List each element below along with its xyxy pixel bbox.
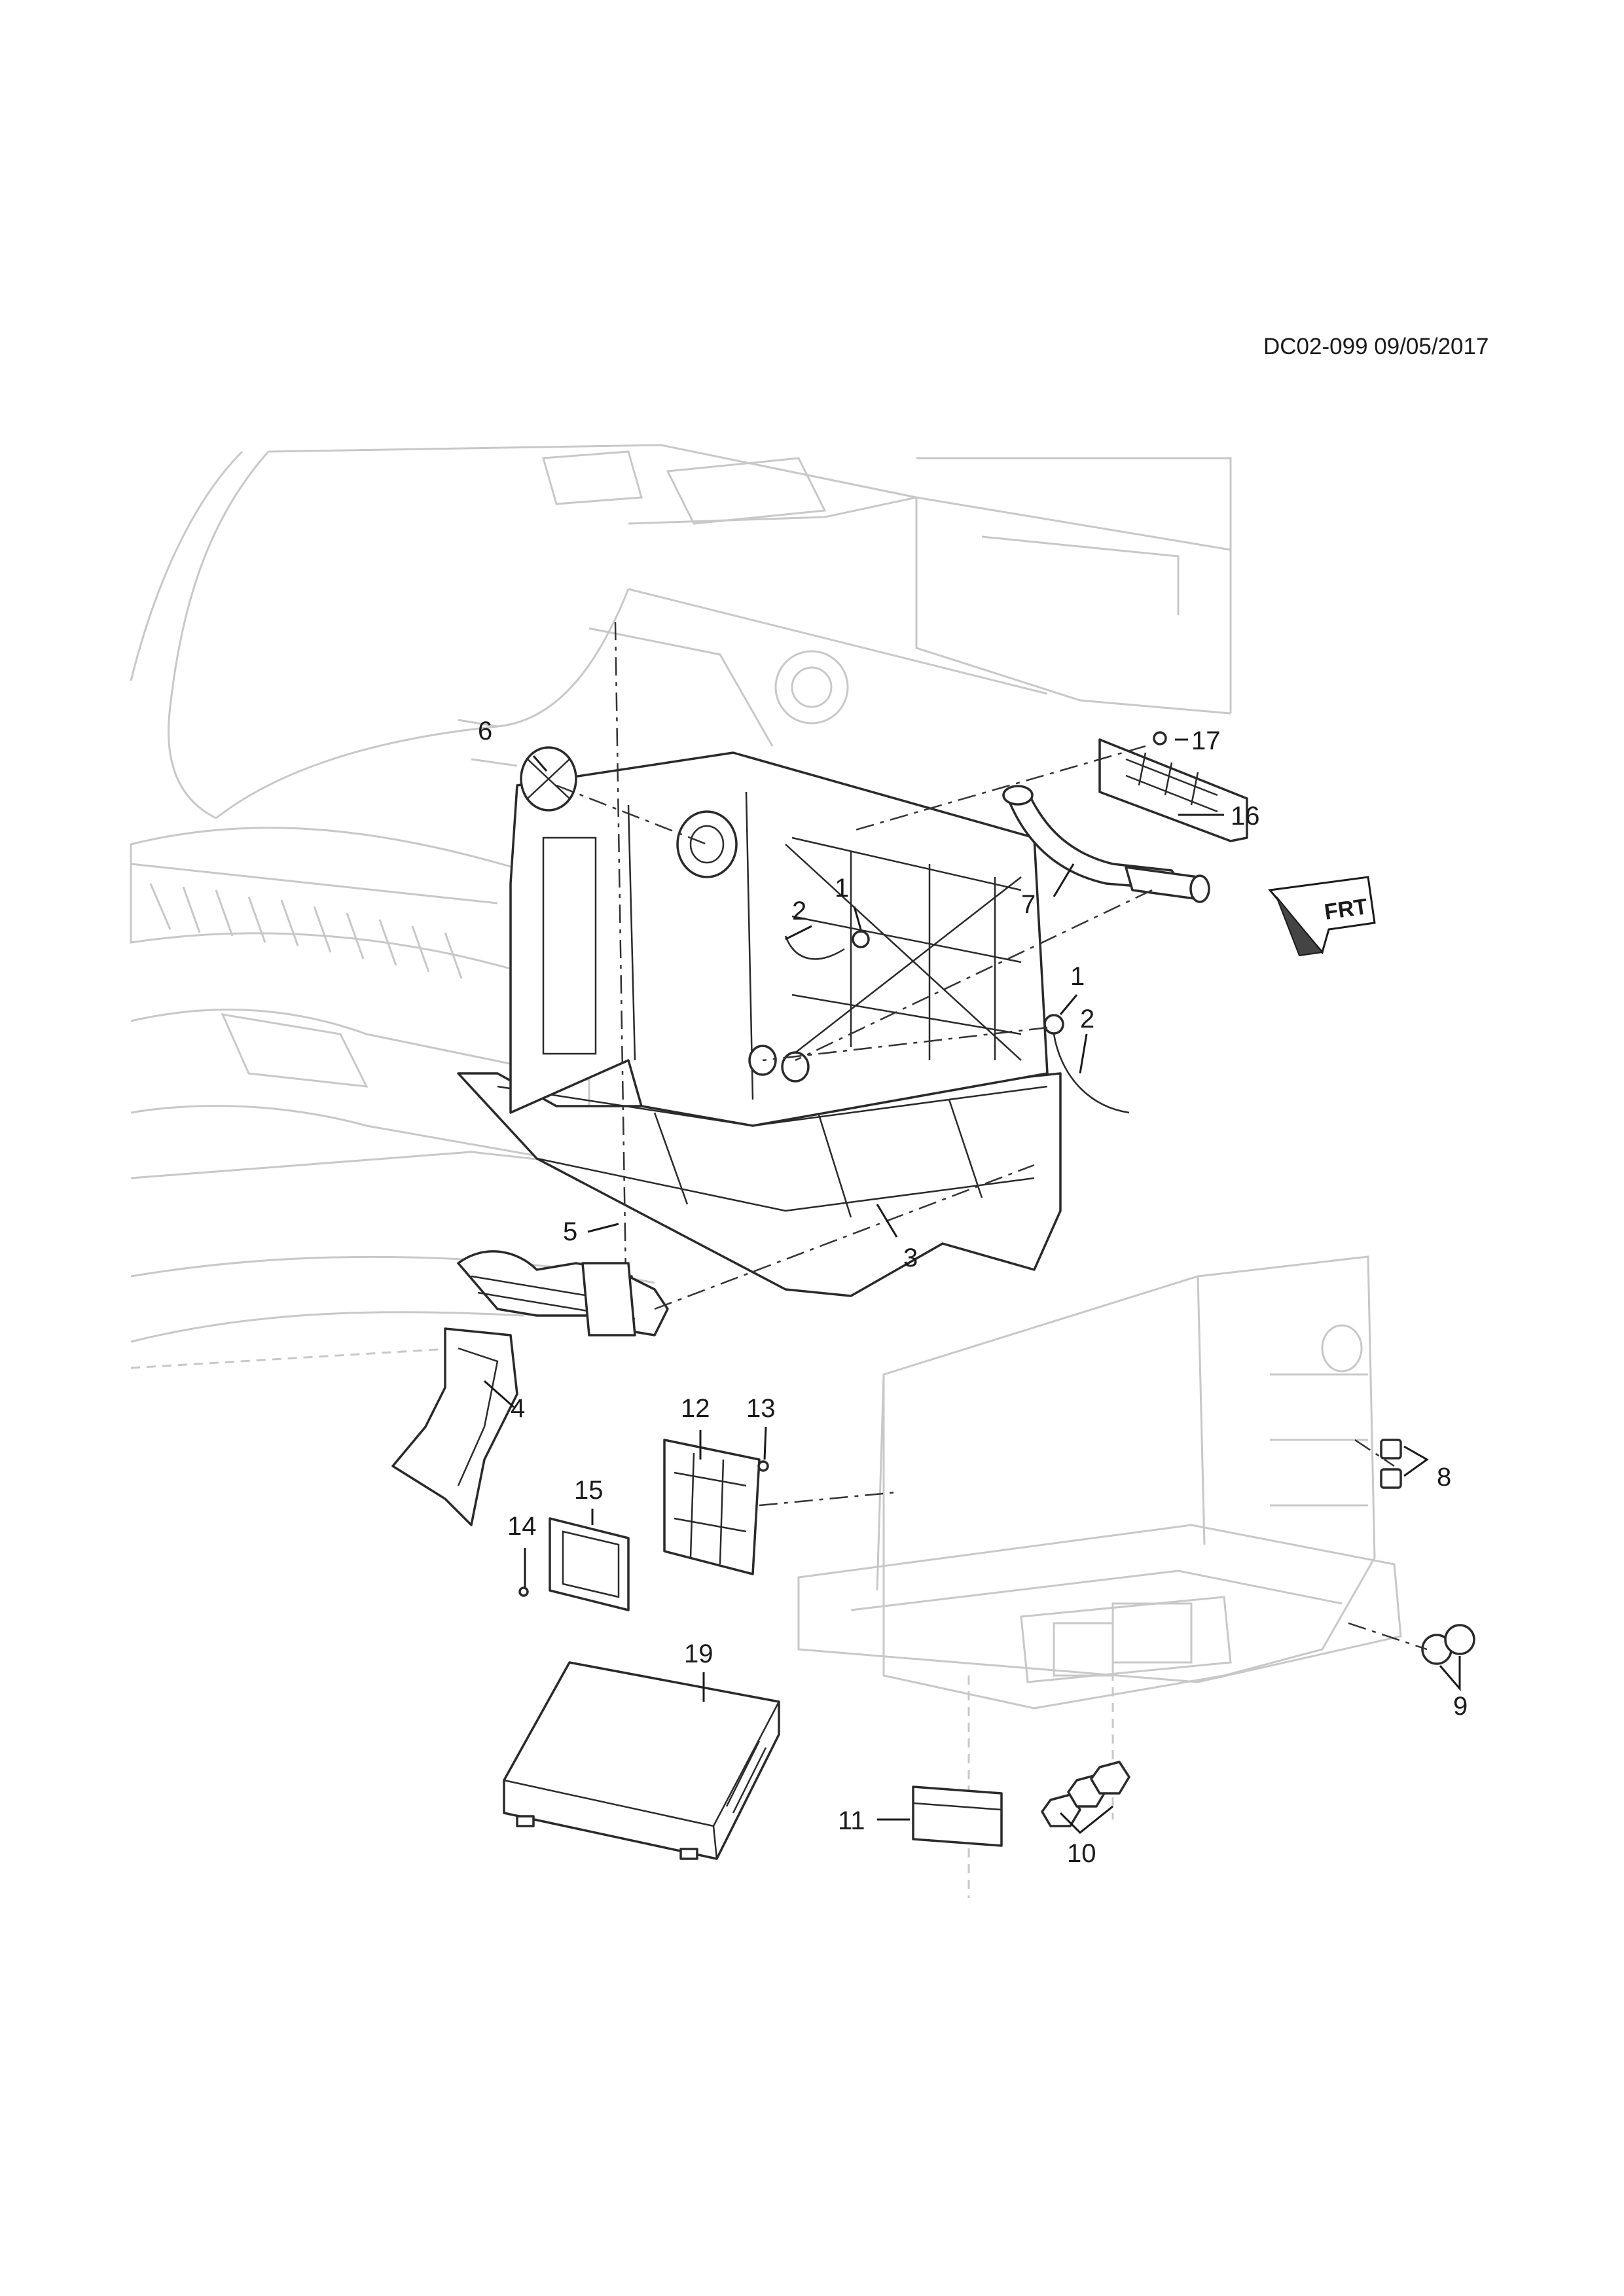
part-2-cable-upper (784, 935, 845, 960)
callout-2: 2 (792, 897, 806, 925)
part-1-nut-lower (1043, 1014, 1064, 1035)
callout-4: 4 (511, 1394, 525, 1423)
callout-11: 11 (838, 1806, 865, 1835)
part-17-fastener (1153, 731, 1167, 745)
part-1-nut-upper (852, 930, 870, 948)
callout-1-lower: 1 (1070, 962, 1085, 991)
callout-9: 9 (1453, 1692, 1468, 1721)
callout-6: 6 (478, 717, 492, 745)
vehicle-body-background (130, 444, 1232, 1369)
part-14-screw (518, 1587, 529, 1597)
part-15-module-bracket (549, 1517, 630, 1611)
part-12-mounting-plate (663, 1439, 761, 1575)
callout-1: 1 (835, 874, 849, 903)
part-16-bracket (1098, 738, 1248, 842)
callout-19: 19 (684, 1640, 713, 1668)
part-13-screw (757, 1460, 769, 1472)
callout-14: 14 (507, 1512, 537, 1541)
callout-labels: 1 2 3 4 5 6 7 8 9 10 11 12 13 14 15 16 1… (478, 717, 1468, 1868)
front-label: FRT (1323, 894, 1369, 925)
callout-15: 15 (574, 1476, 604, 1505)
part-9-plugs (1421, 1624, 1475, 1665)
callout-13: 13 (746, 1394, 776, 1423)
part-2-cable-lower (1053, 1033, 1130, 1114)
callout-12: 12 (681, 1394, 710, 1423)
callout-17: 17 (1191, 726, 1221, 755)
part-11-cover-cap (912, 1785, 1003, 1847)
battery-assembly-background (797, 1255, 1402, 1898)
part-19-control-module (503, 1661, 780, 1860)
part-6-grommet (520, 746, 577, 812)
assembly-lines (556, 745, 1428, 1651)
part-10-nuts (1041, 1761, 1130, 1827)
part-8-clips (1380, 1439, 1402, 1489)
callout-7: 7 (1021, 890, 1036, 919)
callout-16: 16 (1231, 802, 1260, 831)
leader-lines (484, 738, 1461, 1835)
document-id-date: DC02-099 09/05/2017 (1263, 334, 1489, 359)
part-7-coolant-hose (1002, 785, 1210, 903)
callout-3: 3 (903, 1244, 918, 1272)
callout-5: 5 (563, 1217, 577, 1246)
callout-2-lower: 2 (1080, 1005, 1094, 1033)
part-4-wiring-harness (391, 1250, 669, 1526)
front-arrow-icon: FRT (1268, 876, 1376, 957)
callout-10: 10 (1067, 1839, 1096, 1868)
callout-8: 8 (1437, 1463, 1451, 1492)
part-3-battery-tray (457, 751, 1062, 1297)
